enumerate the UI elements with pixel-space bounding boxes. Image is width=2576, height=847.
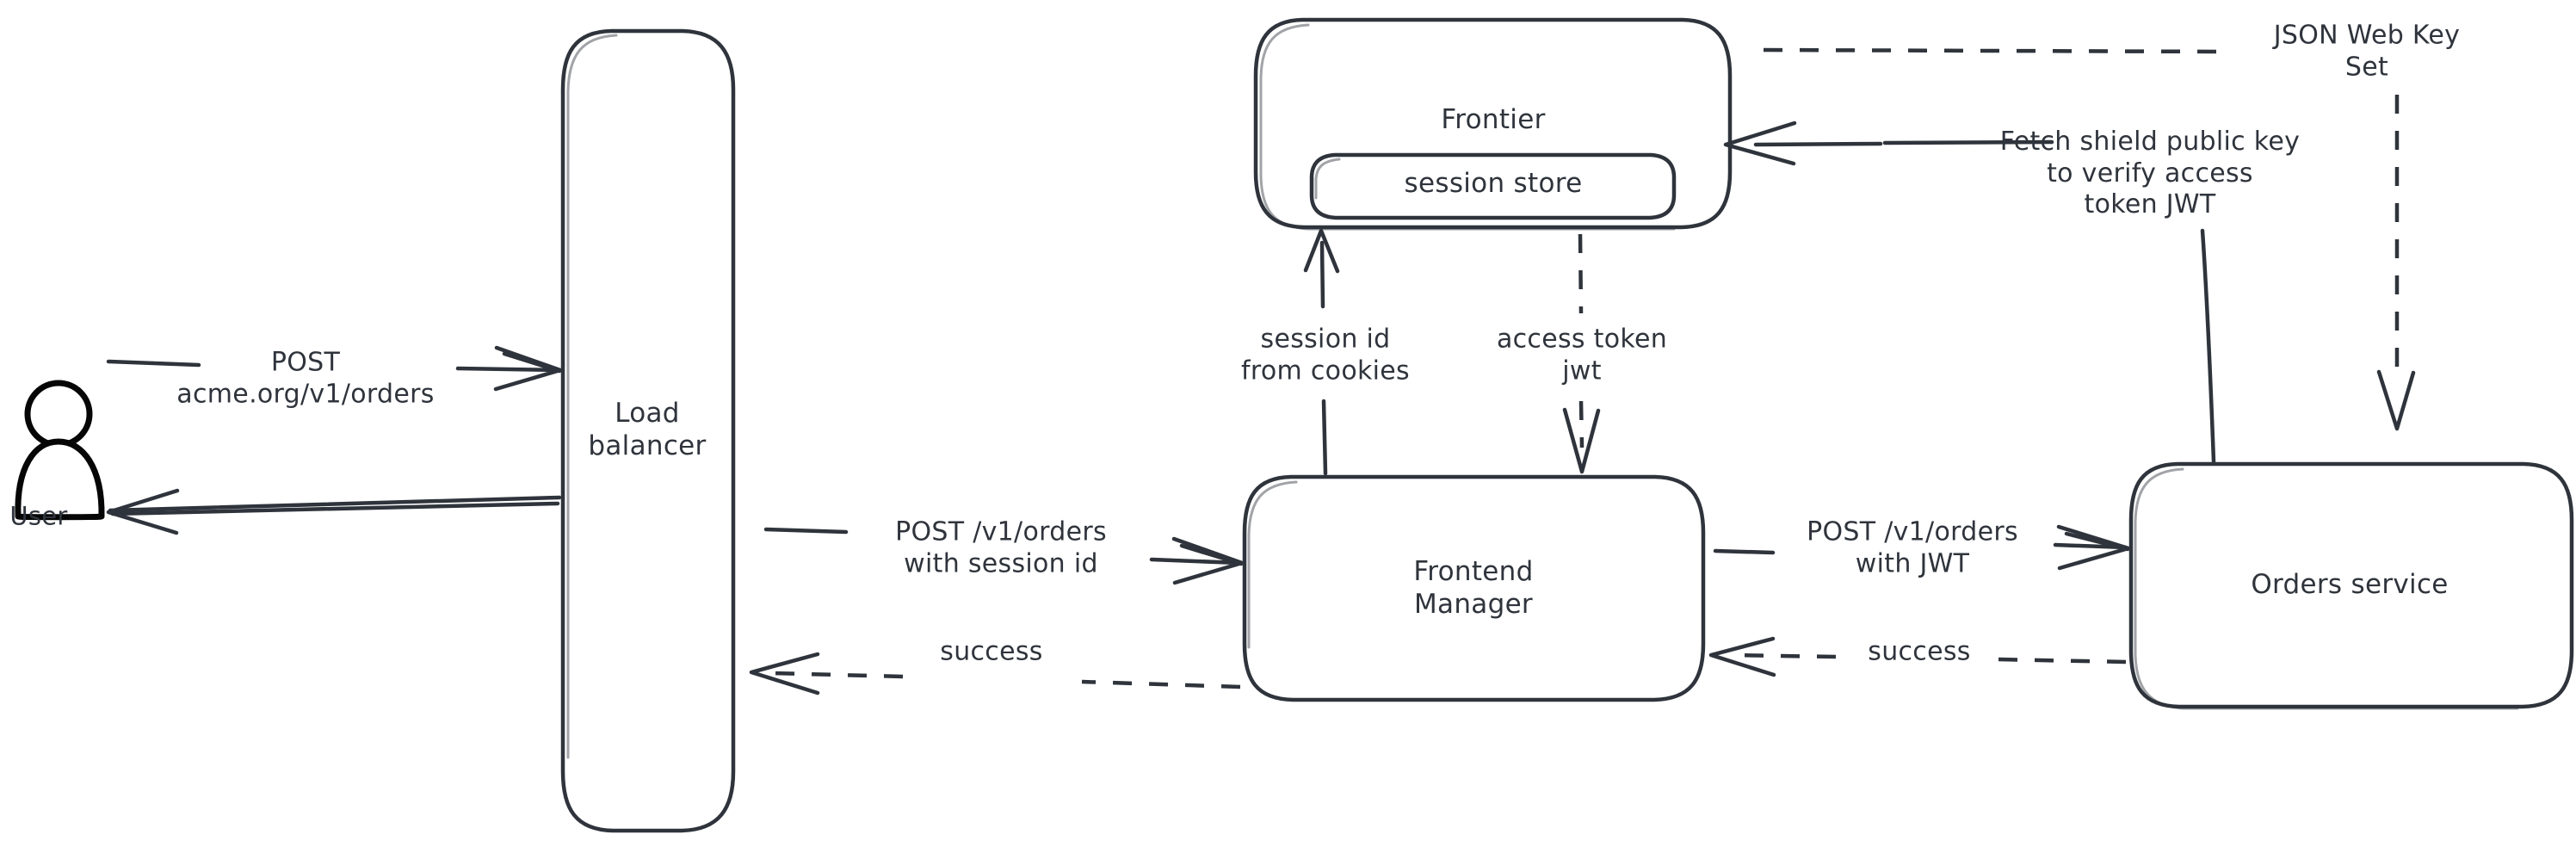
- node-load-balancer[interactable]: [560, 28, 736, 833]
- edge-fm-to-lb: [749, 652, 1241, 696]
- node-frontend-manager[interactable]: [1242, 474, 1706, 702]
- edge-jwks-to-orders: [1763, 47, 2416, 431]
- edge-lb-to-fm: [763, 527, 1245, 585]
- edge-lb-to-user: [106, 488, 562, 535]
- edge-user-to-lb: [106, 345, 563, 392]
- edge-frontier-to-fm: [1562, 233, 1601, 474]
- edge-fm-to-orders: [1713, 524, 2131, 571]
- node-user[interactable]: [15, 380, 105, 521]
- edge-orders-to-fm: [1708, 636, 2127, 677]
- node-session-store[interactable]: [1309, 152, 1677, 220]
- edge-fm-to-frontier: [1303, 228, 1340, 476]
- node-orders-service[interactable]: [2128, 461, 2574, 710]
- edge-orders-to-frontier: [1723, 121, 2216, 464]
